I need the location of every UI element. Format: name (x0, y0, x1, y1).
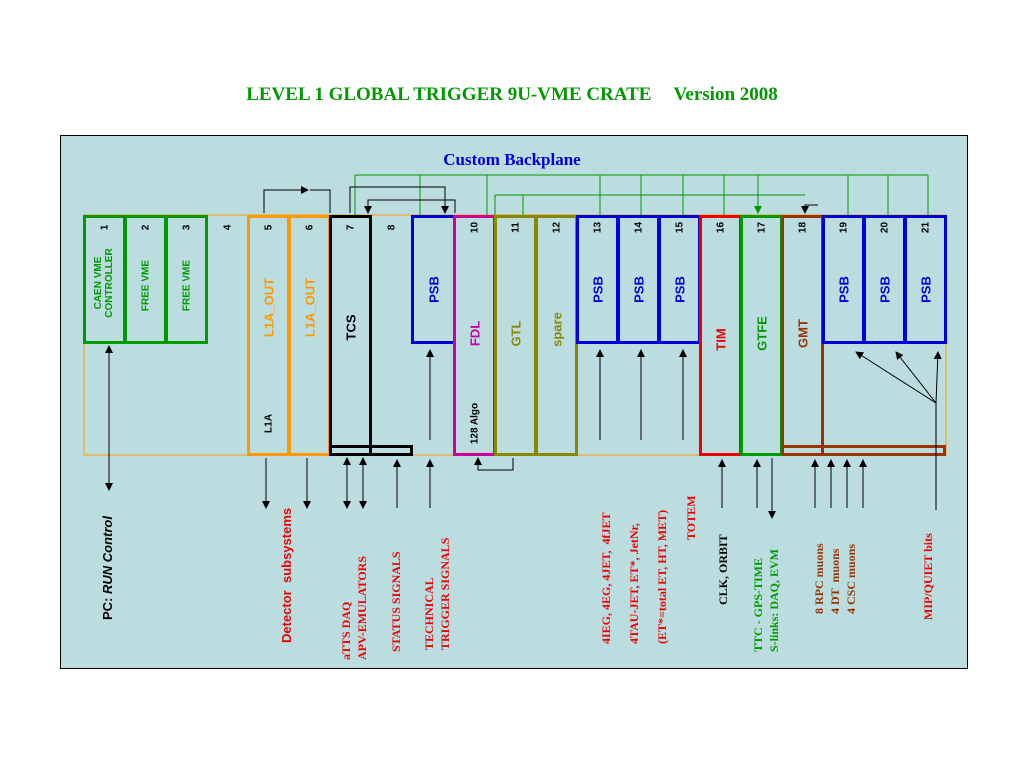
backplane-label: Custom Backplane (443, 150, 581, 169)
signal-clk-orbit: CLK, ORBIT (716, 534, 730, 605)
signal-totem: TOTEM (684, 495, 698, 540)
signal-status: STATUS SIGNALS (389, 551, 403, 652)
signal-ttc: TTC - GPS-TIME S-links: DAQ, EVM (751, 548, 781, 652)
slot-21-psb (904, 215, 947, 344)
signal-technical: TECHNICAL TRIGGER SIGNALS (422, 537, 452, 650)
signal-atts-daq: aTTS DAQ APV-EMULATORS (339, 555, 369, 660)
gmt-bottom-bar (781, 445, 946, 456)
tcs-bottom-bar (329, 445, 413, 456)
signal-detector-subsystems: Detector subsystems (279, 507, 294, 643)
page-title: LEVEL 1 GLOBAL TRIGGER 9U-VME CRATE Versi… (0, 84, 1024, 106)
signal-pc-run-control: PC: RUN Control (100, 516, 115, 620)
slot-3-free-vme (165, 215, 208, 344)
signal-muons: 8 RPC muons 4 DT muons 4 CSC muons (812, 543, 858, 614)
top-arrows (263, 186, 818, 214)
title-main: LEVEL 1 GLOBAL TRIGGER 9U-VME CRATE (246, 84, 652, 105)
signal-mip-quiet: MIP/QUIET bits (921, 533, 935, 620)
gtl-fdl-arrow (474, 457, 514, 471)
title-version: Version 2008 (673, 84, 778, 105)
backplane-bus (354, 174, 929, 215)
signal-calo: 4IEG, 4EG, 4JET, 4fJET 4TAU-JET, ET*, Je… (599, 509, 669, 644)
crate-panel (60, 135, 968, 669)
